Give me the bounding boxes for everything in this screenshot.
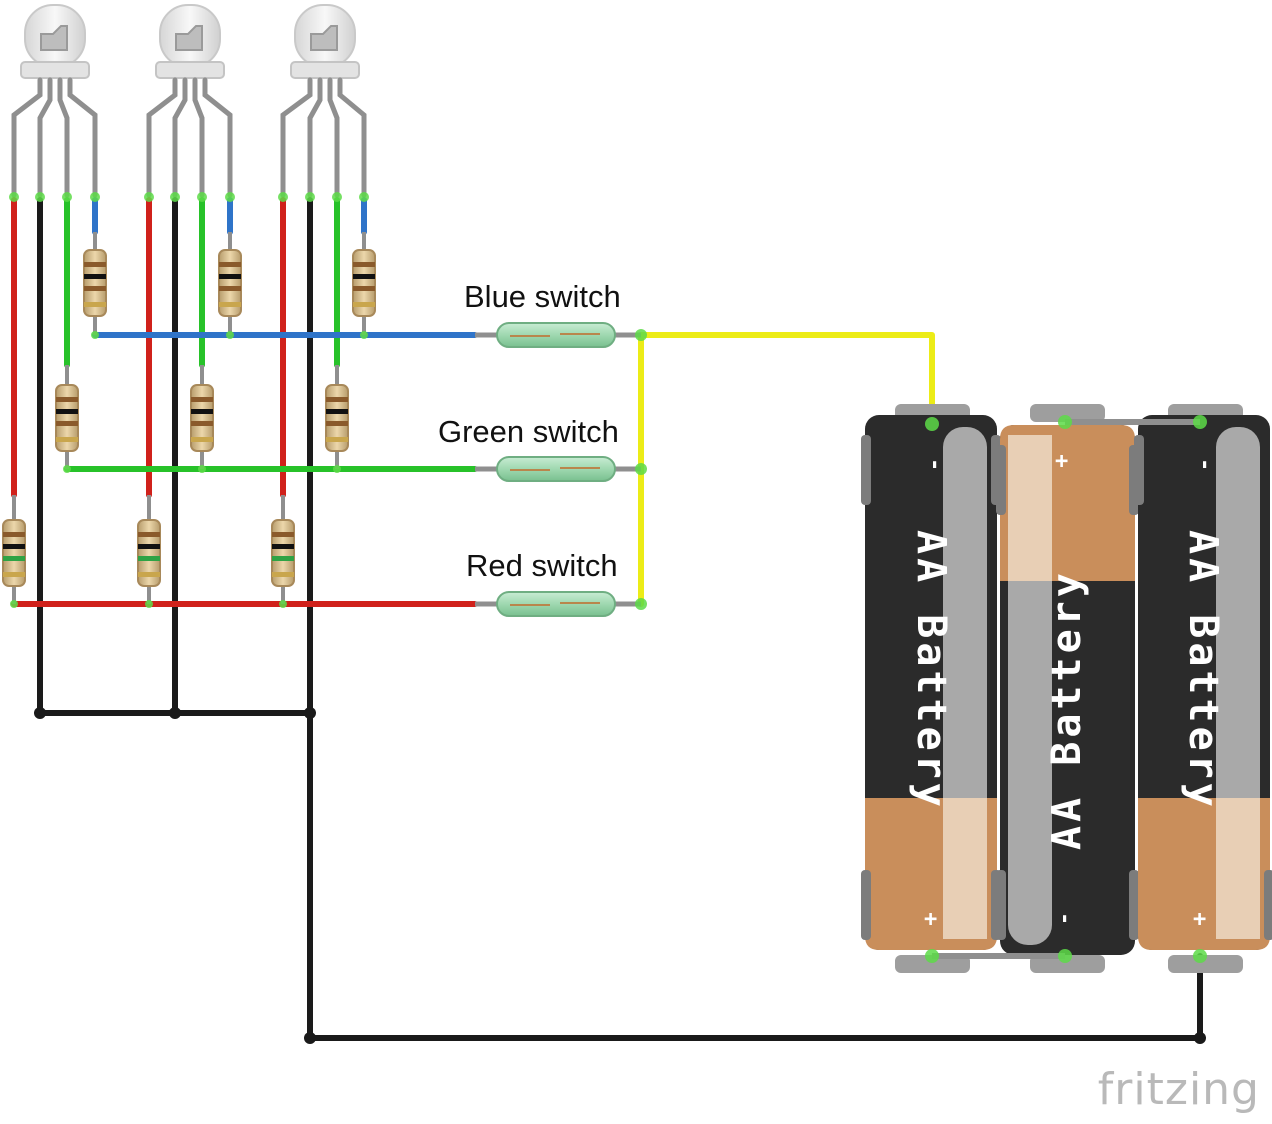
battery-2	[996, 425, 1139, 955]
battery-1-top-terminal: -	[922, 458, 947, 471]
battery-2-bottom-terminal: -	[1052, 912, 1077, 925]
reed-switch-green	[475, 456, 641, 482]
resistor-green-3	[325, 365, 349, 469]
rgb-led-2	[155, 4, 225, 79]
battery-3-top-terminal: -	[1192, 458, 1217, 471]
battery-2-label: AA Battery	[1044, 569, 1090, 850]
reed-switch-blue	[475, 322, 641, 348]
green-switch-label: Green switch	[438, 414, 619, 449]
fritzing-logo: fritzing	[1097, 1064, 1260, 1115]
resistor-red-1	[2, 495, 26, 604]
battery-3-label: AA Battery	[1180, 530, 1226, 811]
resistor-green-2	[190, 365, 214, 469]
resistors	[2, 232, 376, 604]
red-switch-label: Red switch	[466, 548, 618, 583]
resistor-blue-2	[218, 232, 242, 335]
blue-wires	[92, 197, 478, 338]
rgb-led-3	[290, 4, 360, 79]
resistor-blue-1	[83, 232, 107, 335]
connection-points	[9, 192, 1207, 963]
reed-switch-red	[475, 591, 641, 617]
battery-3-bottom-terminal: +	[1193, 907, 1206, 932]
battery-1-label: AA Battery	[908, 530, 954, 811]
battery-pack: AA Battery AA Battery AA Battery - + + -…	[861, 404, 1272, 973]
rgb-led-1	[20, 4, 90, 79]
blue-switch-label: Blue switch	[464, 279, 621, 314]
battery-1	[861, 415, 1001, 950]
battery-2-top-terminal: +	[1055, 449, 1068, 474]
resistor-blue-3	[352, 232, 376, 335]
red-wires	[11, 197, 478, 607]
resistor-red-2	[137, 495, 161, 604]
battery-3	[1134, 415, 1272, 950]
resistor-red-3	[271, 495, 295, 604]
junction-dots	[34, 707, 1206, 1044]
resistor-green-1	[55, 365, 79, 469]
battery-1-bottom-terminal: +	[924, 907, 937, 932]
led-legs	[11, 77, 367, 198]
